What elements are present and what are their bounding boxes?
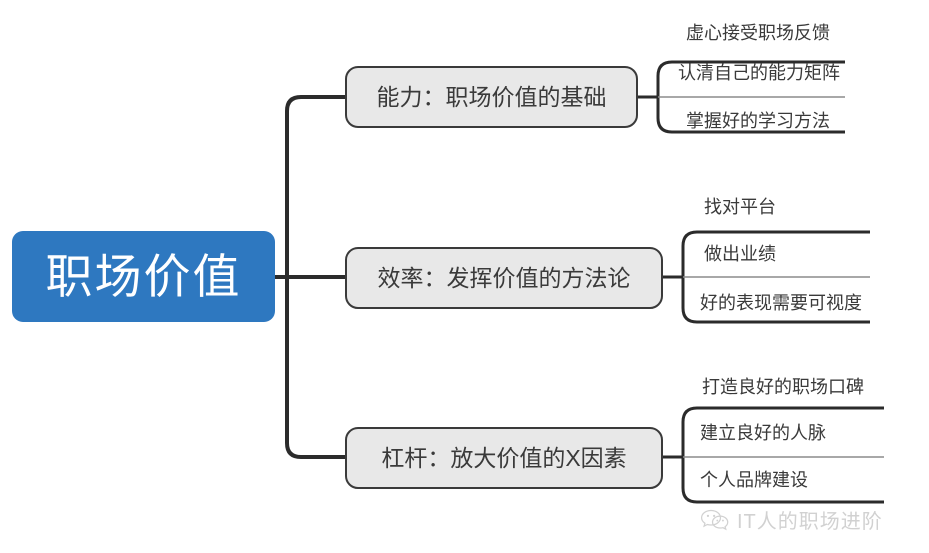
leaf-label-efficiency-1[interactable]: 找对平台 — [704, 197, 776, 217]
root-node[interactable]: 职场价值 — [12, 231, 275, 322]
leaf-label-efficiency-3[interactable]: 好的表现需要可视度 — [700, 293, 862, 313]
leaf-label-ability-2[interactable]: 认清自己的能力矩阵 — [678, 63, 840, 83]
branch-node-label: 能力：职场价值的基础 — [376, 83, 607, 110]
main-trunk — [285, 95, 345, 459]
leaf-label-ability-3[interactable]: 掌握好的学习方法 — [686, 111, 830, 131]
leaf-label-leverage-3[interactable]: 个人品牌建设 — [700, 470, 808, 490]
wechat-icon — [700, 509, 729, 530]
leaf-label-leverage-2[interactable]: 建立良好的人脉 — [700, 423, 826, 443]
leaf-label-leverage-1[interactable]: 打造良好的职场口碑 — [702, 377, 864, 397]
root-node-label: 职场价值 — [45, 250, 242, 303]
leaf-label-efficiency-2[interactable]: 做出业绩 — [704, 244, 776, 264]
watermark-text: IT人的职场进阶 — [737, 511, 883, 533]
branch-node-leverage[interactable]: 杠杆：放大价值的X因素 — [345, 427, 663, 489]
branch-node-label: 杠杆：放大价值的X因素 — [381, 444, 627, 471]
branch-node-label: 效率：发挥价值的方法论 — [377, 264, 631, 291]
leaf-label-ability-1[interactable]: 虚心接受职场反馈 — [686, 23, 830, 43]
watermark: IT人的职场进阶 — [700, 505, 883, 534]
branch-node-efficiency[interactable]: 效率：发挥价值的方法论 — [345, 247, 663, 309]
branch-node-ability[interactable]: 能力：职场价值的基础 — [345, 66, 638, 128]
